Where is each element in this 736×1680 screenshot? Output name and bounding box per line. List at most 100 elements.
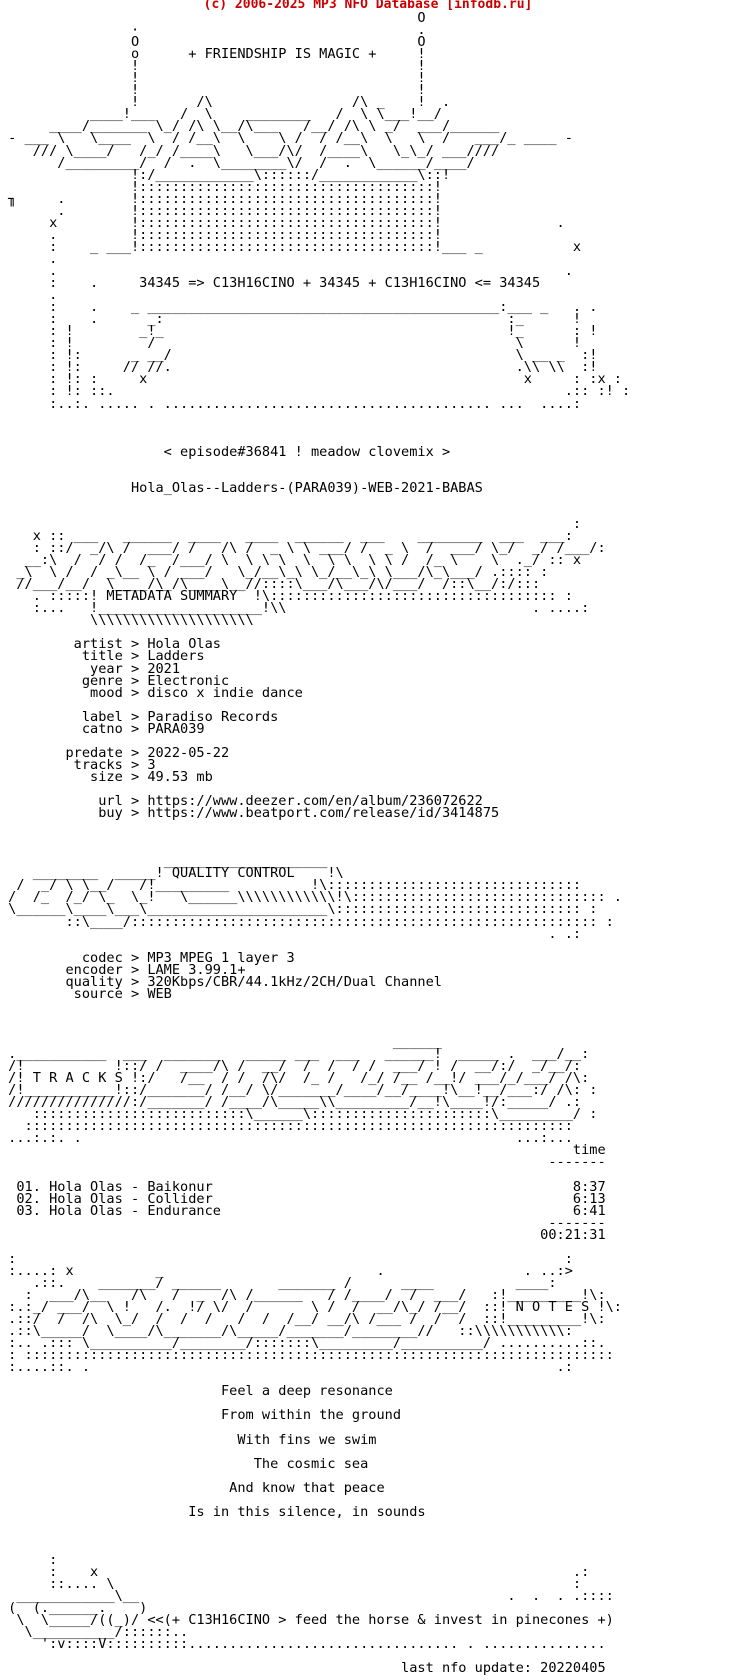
metadata-year: year > 2021 [0, 660, 181, 677]
episode-line: < episode#36841 ! meadow clovemix > [0, 443, 451, 460]
metadata-label: label > Paradiso Records [0, 708, 279, 725]
track-row: 03. Hola Olas - Endurance 6:41 [0, 1202, 606, 1219]
footer-art-line: ( (.______. ) [0, 1600, 148, 1617]
ascii-art-line: ╖ . !:::::::::::::::::::::::::::::::::::… [0, 190, 442, 207]
metadata-url: url > https://www.deezer.com/en/album/23… [0, 793, 483, 810]
tracks-art-line: .___________ ___ _______ _____ ___ ___ _… [0, 1046, 590, 1063]
ascii-art-line: : !: ::. .:: :! : [0, 383, 631, 400]
metadata-art-line: \\\\\\\\\\\\\\\\\\\\ [0, 612, 254, 629]
notes-art-line: :....: x _ . . ..:> [0, 1262, 573, 1279]
ascii-art-line: : !: // //. .\\ \\ :! [0, 359, 598, 376]
blank-line [0, 831, 630, 843]
ascii-art-line: x !::::::::::::::::::::::::::::::::::::!… [0, 214, 565, 231]
metadata-mood: mood > disco x indie dance [0, 684, 303, 701]
nfo-text: O · . O O o + FRIENDSHIP IS MAGIC + ! ! [0, 10, 631, 1677]
metadata-genre: genre > Electronic [0, 672, 230, 689]
footer-art-line: \__________/::::::.. [0, 1624, 189, 1641]
tracks-art-line: /! T R A C K S !:/ /__ / / /\/ /_ / /_/ … [0, 1070, 590, 1087]
ascii-art-line: . !::::::::::::::::::::::::::::::::::::! [0, 226, 442, 243]
tracks-art-line: /!___________!::/_______/ /__/ \/_______… [0, 1082, 598, 1099]
quality-art-line: ::\____/::::::::::::::::::::::::::::::::… [0, 913, 614, 930]
quality-encoder: encoder > LAME 3.99.1+ [0, 961, 246, 978]
ascii-art-line: : !: : x x : :x : [0, 371, 622, 388]
metadata-art-line: : ::/ _/\ / ___/ / /\ / _ \ \ ___/ / _ \… [0, 540, 606, 557]
ascii-art-line: o + FRIENDSHIP IS MAGIC + ! [0, 46, 426, 63]
metadata-art-line: . :::::! METADATA SUMMARY !\::::::::::::… [0, 588, 573, 605]
tracks-art-line: ...:.:. . ...:... [0, 1130, 573, 1147]
quality-art-line: / /_ /_/ \_ \_! \______\\\\\\\\\\\\!\:::… [0, 889, 622, 906]
metadata-buy: buy > https://www.beatport.com/release/i… [0, 805, 500, 822]
notes-line: And know that peace [0, 1479, 385, 1496]
tracks-separator: ------- [0, 1214, 606, 1231]
notes-art-line: .::\_____/ \____/\_______/\_____/_______… [0, 1323, 573, 1340]
notes-line: From within the ground [0, 1407, 402, 1424]
blank-line [0, 1012, 630, 1024]
tracks-separator: ------- [0, 1154, 606, 1171]
ascii-art-line: : !: _ __/ \ __ _ :! [0, 347, 598, 364]
quality-art-line: ________ _____! QUALITY CONTROL !\ [0, 865, 344, 882]
tracks-art-line: ::::::::::::::::::::::::::::::::::::::::… [0, 1118, 573, 1135]
metadata-art-line: //___/__/ \____/\_/\____\__//::::\___/\_… [0, 576, 541, 593]
ascii-art-line: /_________/ / . \________\/ / . \______/… [0, 154, 475, 171]
metadata-art-line: : [0, 515, 582, 532]
quality-codec: codec > MP3 MPEG 1 layer 3 [0, 949, 295, 966]
footer-art-line: \ \_____/((_)/ <<(+ C13H16CINO > feed th… [0, 1612, 614, 1629]
ascii-art-line: O O [0, 34, 426, 51]
ascii-art-line: . [0, 287, 58, 304]
quality-art-line: ____________________ [0, 853, 328, 870]
tracks-art-line: ______ [0, 1033, 442, 1050]
quality-art-line: . .: [0, 925, 582, 942]
metadata-catno: catno > PARA039 [0, 720, 205, 737]
footer-art-line: ::.... \ : [0, 1576, 582, 1593]
ascii-art-line: . !::::::::::::::::::::::::::::::::::::! [0, 202, 442, 219]
notes-art-line: : ___/\__ /\ / _ /\ /______ / /____/ / _… [0, 1286, 606, 1303]
ascii-art-line: O [0, 10, 426, 26]
tracks-art-line: /! !::/ / ____/\ / __/ / / / / ___/ ! / … [0, 1058, 582, 1075]
track-row: 01. Hola Olas - Baikonur 8:37 [0, 1178, 606, 1195]
notes-art-line: :.. .::: \__________/________/:::::::\__… [0, 1335, 606, 1352]
metadata-art-line: _\ \ / / _\__ \ / ___/ \_/__\_\ \_/__\_\… [0, 564, 549, 581]
metadata-art-line: __:\ / / / /_ /___/ \ \ \ \ \ \ \ \ \ / … [0, 552, 582, 569]
tracks-time-header: time [0, 1142, 606, 1159]
ascii-art-line: ! ! [0, 58, 426, 75]
footer-art-line: : x .: [0, 1564, 590, 1581]
release-name: Hola_Olas--Ladders-(PARA039)-WEB-2021-BA… [0, 479, 483, 496]
quality-art-line: \______\____\___\______________________\… [0, 901, 598, 918]
ascii-art-line: : . 34345 => C13H16CINO + 34345 + C13H16… [0, 275, 541, 292]
ascii-art-line: :..:. ..... . ..........................… [0, 395, 582, 412]
notes-art-line: .::. _______/ ______ _______ / ____ ____… [0, 1274, 557, 1291]
metadata-art-line: x :: ___ ______ ____ ____ ______ ___ ___… [0, 528, 573, 545]
ascii-art-line: !::::::::::::::::::::::::::::::::::::! [0, 178, 442, 195]
notes-line: Feel a deep resonance [0, 1383, 393, 1400]
footer-art-line: : [0, 1552, 58, 1568]
notes-art-line: : : [0, 1250, 573, 1267]
ascii-art-line: ! /\ /\ _ ! . [0, 94, 451, 111]
ascii-art-line: . . [0, 262, 573, 279]
notes-line: Is in this silence, in sounds [0, 1503, 426, 1520]
quality-quality: quality > 320Kbps/CBR/44.1kHz/2CH/Dual C… [0, 973, 442, 990]
ascii-art-line: . [0, 250, 58, 267]
notes-art-line: .::/ / /\ \_/ / / / / / /__/ __/\ /___ /… [0, 1311, 606, 1328]
ascii-art-line: · . [0, 22, 426, 39]
ascii-art-line: : _ ___!::::::::::::::::::::::::::::::::… [0, 238, 582, 255]
blank-line [0, 1542, 630, 1554]
metadata-artist: artist > Hola Olas [0, 636, 221, 653]
notes-art-line: :.:_/ ___/ \ ! /. !/ \/ / \ / / __/\_/ /… [0, 1299, 622, 1316]
blank-line [0, 1530, 630, 1542]
metadata-size: size > 49.53 mb [0, 768, 213, 785]
ascii-art-line: : . _: :_ ! [0, 311, 582, 328]
last-update: last nfo update: 20220405 [0, 1660, 606, 1677]
quality-source: source > WEB [0, 985, 172, 1002]
copyright-header[interactable]: (c) 2006-2025 MP3 NFO Database [infodb.r… [203, 0, 533, 12]
notes-line: The cosmic sea [0, 1455, 369, 1472]
notes-line: With fins we swim [0, 1431, 377, 1448]
tracks-art-line: ///////////////:/_______/ /____/\_____\\… [0, 1094, 582, 1111]
quality-art-line: / _/ \ \__/ /!_________ !\::::::::::::::… [0, 877, 582, 894]
track-row: 02. Hola Olas - Collider 6:13 [0, 1190, 606, 1207]
footer-art-line: ':v::::V::::::::::......................… [0, 1636, 606, 1653]
notes-art-line: : ::::::::::::::::::::::::::::::::::::::… [0, 1347, 614, 1364]
ascii-art-line: : . _ __________________________________… [0, 299, 598, 316]
blank-line [0, 422, 630, 434]
ascii-art-line: !:/____________\::::::/____________\::! [0, 166, 451, 183]
